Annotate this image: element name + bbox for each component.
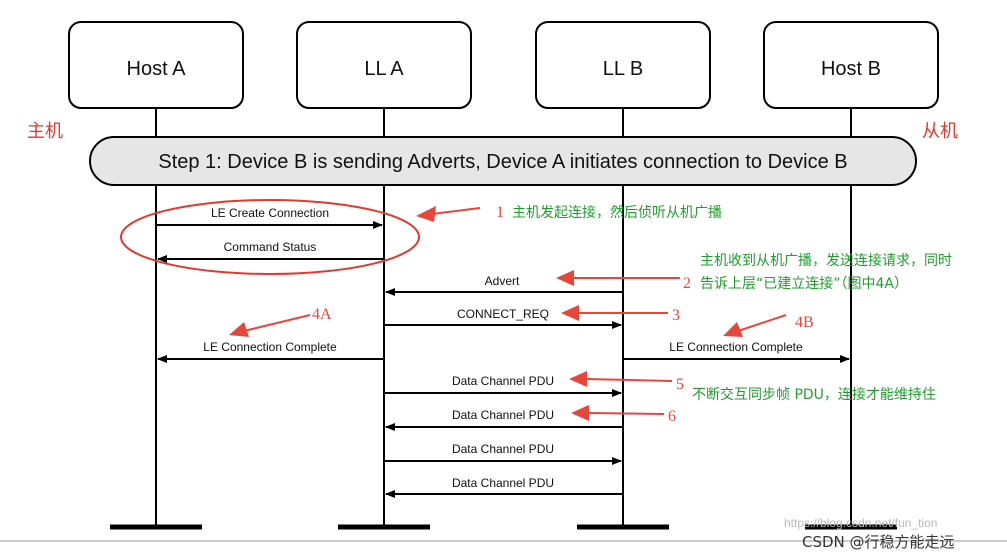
message-label: Advert <box>485 274 520 288</box>
message-label: LE Create Connection <box>211 206 329 220</box>
message-label: Data Channel PDU <box>452 374 554 388</box>
message-advert: Advert <box>385 274 623 296</box>
message-le-create-connection: LE Create Connection <box>156 206 383 229</box>
annotation-note-1: 主机发起连接，然后侦听从机广播 <box>512 204 722 221</box>
annotation-number-5: 5 <box>676 376 684 393</box>
lane-ll-b: LL B <box>535 21 711 109</box>
annotation-number-3: 3 <box>672 307 680 324</box>
message-le-connection-complete-b: LE Connection Complete <box>623 340 850 363</box>
highlight-ellipse <box>120 199 420 275</box>
annotation-arrow-5 <box>569 371 673 387</box>
message-label: Data Channel PDU <box>452 408 554 422</box>
message-label: LE Connection Complete <box>203 340 337 354</box>
side-label-host: 主机 <box>27 121 63 142</box>
message-command-status: Command Status <box>157 240 384 263</box>
lane-label: LL B <box>603 58 643 80</box>
step-banner: Step 1: Device B is sending Adverts, Dev… <box>89 136 917 186</box>
message-data-channel-pdu-3: Data Channel PDU <box>384 442 622 465</box>
annotation-number-4b: 4B <box>795 314 814 331</box>
annotation-arrow-4b <box>723 314 787 337</box>
lane-label: Host B <box>821 58 881 80</box>
lane-host-a: Host A <box>68 21 244 109</box>
lane-label: LL A <box>364 58 404 80</box>
lane-host-b: Host B <box>763 21 939 109</box>
annotation-arrow-1 <box>416 206 481 222</box>
annotation-arrow-6 <box>571 405 665 421</box>
message-data-channel-pdu-4: Data Channel PDU <box>385 476 623 498</box>
message-label: Command Status <box>224 240 317 254</box>
annotation-number-1: 1 <box>496 204 504 221</box>
annotation-number-2: 2 <box>683 275 691 292</box>
lane-ll-a: LL A <box>296 21 472 109</box>
annotation-arrow-3 <box>561 305 668 321</box>
step-banner-text: Step 1: Device B is sending Adverts, Dev… <box>158 151 847 173</box>
annotation-number-4a: 4A <box>312 306 332 323</box>
watermark-text: CSDN @行稳方能走远 <box>802 533 955 551</box>
lane-label: Host A <box>127 58 187 80</box>
annotation-note-5: 不断交互同步帧 PDU，连接才能维持住 <box>692 386 936 403</box>
annotation-note-2-line1: 主机收到从机广播，发送连接请求，同时 <box>700 252 952 269</box>
message-le-connection-complete-a: LE Connection Complete <box>157 340 384 363</box>
annotation-number-6: 6 <box>668 408 676 425</box>
annotation-note-2-line2: 告诉上层“已建立连接”（图中4A） <box>700 275 908 292</box>
message-label: Data Channel PDU <box>452 442 554 456</box>
annotation-arrow-4a <box>229 314 311 337</box>
watermark-url: https://blog.csdn.net/fun_tion <box>784 516 937 530</box>
message-connect-req: CONNECT_REQ <box>384 307 622 329</box>
message-data-channel-pdu-2: Data Channel PDU <box>385 408 623 431</box>
message-data-channel-pdu-1: Data Channel PDU <box>384 374 622 397</box>
message-label: CONNECT_REQ <box>457 307 549 321</box>
message-label: Data Channel PDU <box>452 476 554 490</box>
message-label: LE Connection Complete <box>669 340 803 354</box>
side-label-slave: 从机 <box>922 121 958 142</box>
annotation-arrow-2 <box>556 270 680 286</box>
